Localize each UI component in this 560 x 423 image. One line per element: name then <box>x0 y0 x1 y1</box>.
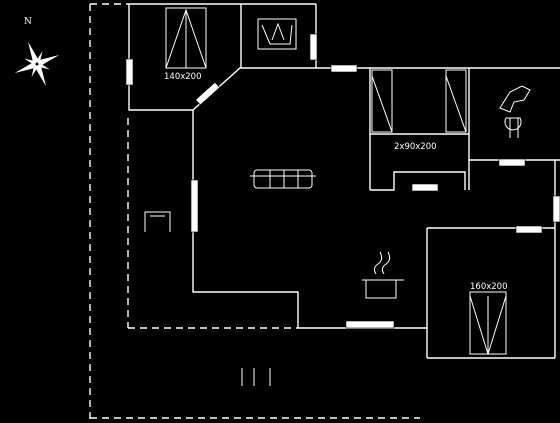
compass-north-label: N <box>24 17 32 27</box>
terrace-outline <box>89 3 420 419</box>
bedroom-2: 2x90x200 <box>371 69 467 152</box>
compass-rose-icon: N <box>14 17 60 87</box>
chair-icon <box>144 211 171 232</box>
bed-label-140x200: 140x200 <box>164 72 201 82</box>
bedroom-3: 160x200 <box>469 282 507 356</box>
toilet-icon <box>499 85 531 138</box>
cooking-pot-icon <box>362 251 404 299</box>
sofa-icon <box>250 169 316 189</box>
bed-label-160x200: 160x200 <box>470 282 507 292</box>
bathtub-icon <box>257 18 297 50</box>
doors-and-windows <box>125 33 560 329</box>
bed-160x200-icon <box>469 291 507 356</box>
bedroom-1: 140x200 <box>164 7 207 82</box>
bed-140x200-icon <box>165 7 207 69</box>
terrace-step-icon <box>241 368 271 386</box>
bed-2x90x200-icon <box>371 69 467 133</box>
bed-label-2x90x200: 2x90x200 <box>394 142 437 152</box>
